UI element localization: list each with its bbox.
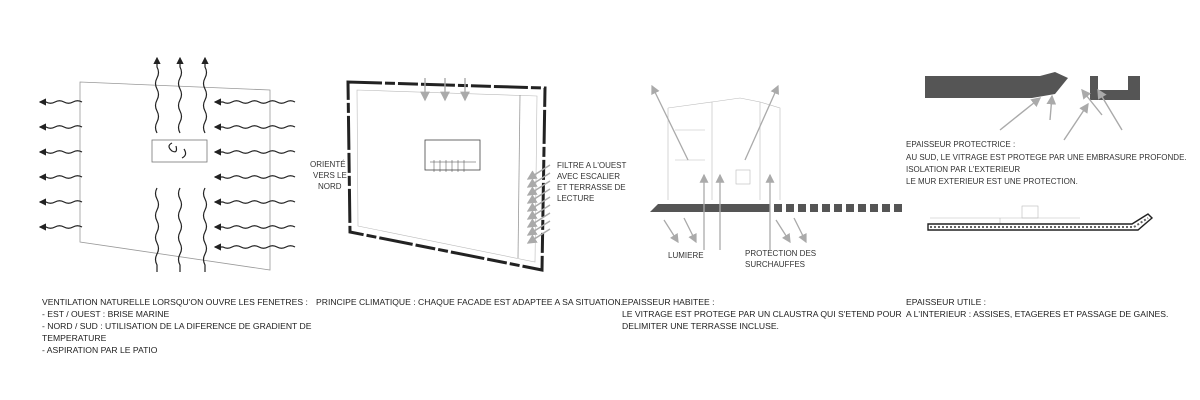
panel1-patio (151, 139, 208, 163)
sun-arrow (526, 172, 551, 188)
panel2-patio-grid (430, 160, 476, 172)
claustra-slat (882, 204, 890, 212)
panel2-plan-diagram: ORIENTÉ VERS LE NORD FILTRE A L'OUEST AV… (310, 78, 629, 272)
claustra-slat (822, 204, 830, 212)
caption-line: PRINCIPE CLIMATIQUE : CHAQUE FACADE EST … (316, 297, 624, 307)
panel1-swirl-icon (181, 148, 187, 159)
sun-arrow (526, 228, 551, 244)
sun-arrow (526, 204, 551, 220)
air-flow-arrow (213, 198, 296, 206)
light-arrow (793, 217, 807, 244)
sun-arrow (999, 97, 1042, 131)
panel4-insulation-hatch (930, 217, 1149, 228)
air-flow-line (154, 187, 160, 272)
light-arrow (683, 217, 697, 244)
sun-arrow (1097, 88, 1123, 131)
panel2-inner-wall (356, 89, 538, 263)
caption-line: A L'INTERIEUR : ASSISES, ETAGERES ET PAS… (906, 309, 1169, 319)
panel4-protect-text: EPAISSEUR PROTECTRICE : AU SUD, LE VITRA… (906, 140, 1189, 186)
air-flow-arrow (213, 148, 296, 156)
sun-arrow (526, 220, 551, 236)
caption-line: LE VITRAGE EST PROTEGE PAR UN CLAUSTRA Q… (622, 309, 902, 319)
sun-arrow (526, 196, 551, 212)
caption-line: VENTILATION NATURELLE LORSQU'ON OUVRE LE… (42, 297, 308, 307)
air-flow-arrow (213, 98, 296, 106)
sun-arrow (1063, 102, 1089, 141)
light-arrow (775, 219, 791, 244)
panel2-west-screen (517, 94, 521, 259)
panel2-label-west: FILTRE A L'OUEST AVEC ESCALIER ET TERRAS… (557, 161, 629, 203)
caption-line: - ASPIRATION PAR LE PATIO (42, 345, 158, 355)
caption-line: TEMPERATURE (42, 333, 107, 343)
claustra-slat (894, 204, 902, 212)
claustra-slat (846, 204, 854, 212)
claustra-slat (858, 204, 866, 212)
air-flow-arrow (213, 123, 296, 131)
sun-arrow (526, 164, 551, 180)
air-flow-arrow (38, 173, 83, 181)
caption-line: - EST / OUEST : BRISE MARINE (42, 309, 170, 319)
panel1-ventilation-diagram (38, 56, 296, 272)
panel2-sun-arrows (420, 78, 551, 244)
air-flow-arrow (213, 173, 296, 181)
panel4-wall-embrasure (925, 72, 1068, 98)
light-arrow (663, 219, 679, 244)
light-arrow (651, 84, 689, 161)
panel2-caption: PRINCIPE CLIMATIQUE : CHAQUE FACADE EST … (316, 296, 623, 308)
panel1-swirl-icon (168, 142, 178, 153)
sun-arrow (526, 180, 551, 196)
air-flow-arrow (213, 223, 296, 231)
panel2-building-outline (346, 80, 547, 272)
air-flow-arrow (38, 148, 83, 156)
claustra-slat (870, 204, 878, 212)
air-flow-arrow (38, 198, 83, 206)
air-flow-arrow (213, 243, 296, 251)
air-flow-arrow (38, 223, 83, 231)
panel3-slab-edge (650, 204, 670, 212)
sun-arrow (526, 212, 551, 228)
panel4-section-diagram: EPAISSEUR PROTECTRICE : AU SUD, LE VITRA… (906, 72, 1189, 231)
sun-arrow (526, 188, 551, 204)
panel3-label-protection: PROTECTION DES SURCHAUFFES (745, 249, 818, 269)
caption-line: - NORD / SUD : UTILISATION DE LA DIFEREN… (42, 321, 312, 331)
claustra-slat (774, 204, 782, 212)
air-flow-arrow (153, 56, 161, 134)
air-flow-arrow (38, 123, 83, 131)
panel3-building-sketch (667, 97, 781, 200)
panel4-wall-right (1090, 76, 1140, 100)
caption-line: EPAISSEUR HABITEE : (622, 297, 715, 307)
panel3-caption: EPAISSEUR HABITEE : LE VITRAGE EST PROTE… (622, 296, 902, 332)
claustra-slat (810, 204, 818, 212)
panel4-shelf-sketch (930, 205, 1080, 224)
panel1-caption: VENTILATION NATURELLE LORSQU'ON OUVRE LE… (42, 296, 311, 356)
panel2-label-north: ORIENTÉ VERS LE NORD (310, 160, 349, 191)
claustra-slat (786, 204, 794, 212)
air-flow-line (177, 187, 183, 272)
air-flow-arrow (176, 56, 184, 134)
panel3-label-light: LUMIERE (668, 251, 704, 260)
claustra-slat (798, 204, 806, 212)
panel3-section-diagram: LUMIERE PROTECTION DES SURCHAUFFES (650, 84, 902, 269)
panel1-plane (79, 81, 271, 271)
panel4-caption: EPAISSEUR UTILE : A L'INTERIEUR : ASSISE… (906, 296, 1168, 320)
sun-arrow (1046, 94, 1057, 121)
panel1-air-flow-arrows (38, 56, 296, 272)
panel3-light-arrows (651, 84, 807, 250)
caption-line: EPAISSEUR UTILE : (906, 297, 987, 307)
panel2-patio (424, 139, 481, 171)
sun-arrow (1081, 88, 1103, 116)
caption-line: DELIMITER UNE TERRASSE INCLUSE. (622, 321, 779, 331)
air-flow-arrow (38, 98, 83, 106)
air-flow-line (202, 187, 208, 272)
claustra-slat (834, 204, 842, 212)
panel4-sun-arrows (999, 88, 1123, 141)
panel3-floor-slab (658, 204, 770, 212)
panel3-claustra (774, 204, 902, 212)
light-arrow (744, 84, 779, 161)
air-flow-arrow (201, 56, 209, 134)
